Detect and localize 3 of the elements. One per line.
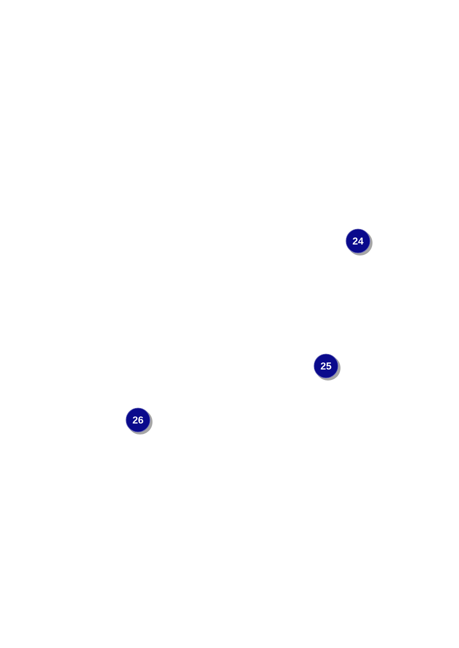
callout-number: 26 <box>126 408 152 434</box>
callout-number: 25 <box>314 354 340 380</box>
callout-number: 24 <box>346 228 372 256</box>
